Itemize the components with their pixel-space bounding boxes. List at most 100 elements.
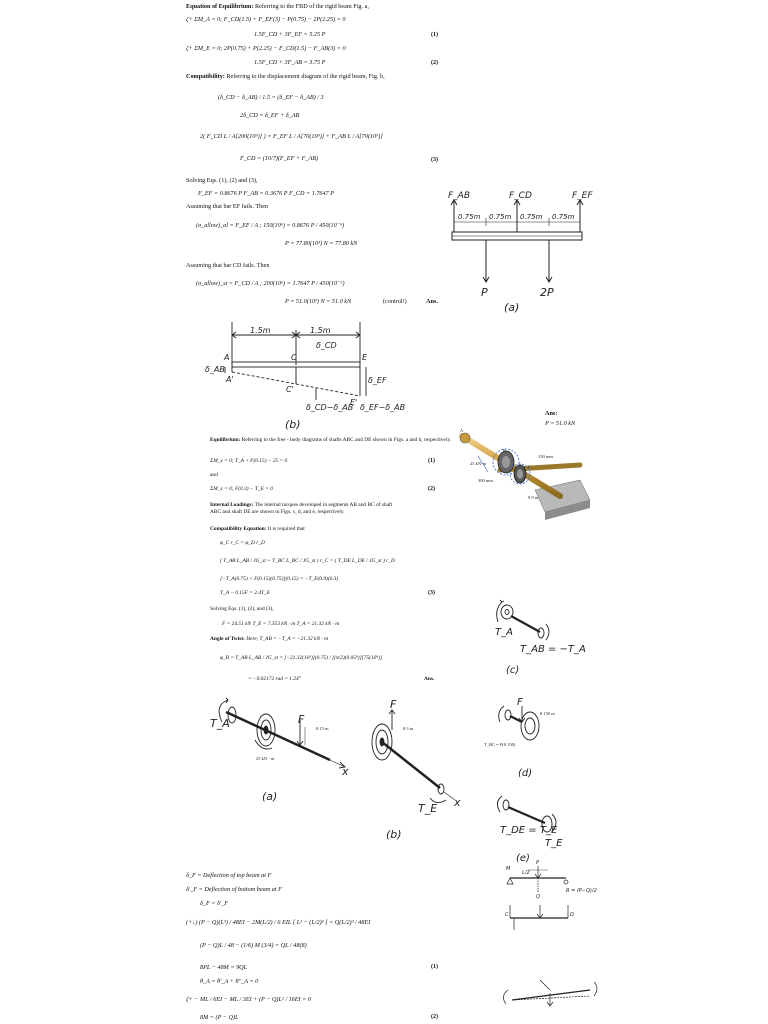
fig-c-tab: T_AB = −T_A: [520, 644, 586, 655]
torque-eq-1-number: (1): [428, 458, 435, 464]
twist-answer-label: Ans.: [424, 676, 435, 682]
point-c: C: [291, 353, 297, 362]
dim-09m: 0.9 m: [528, 495, 539, 500]
fig-e-te: T_E: [545, 838, 563, 849]
compatibility-line: Compatibility Equation: It is required t…: [210, 526, 305, 532]
dim-b-1: 1.5m: [250, 326, 271, 335]
sketch-c: C: [505, 912, 509, 918]
dim-4: 0.75m: [552, 213, 575, 221]
sketch-r: R = (P−Q)/2: [566, 888, 597, 894]
fig-a2-dim: 0.15 m: [316, 726, 329, 731]
sketch-m: M: [506, 866, 511, 872]
compat-eq-4: F_CD = (10/7)(F_EF + F_AB): [240, 155, 319, 162]
beam-eq-deflection: (+↓) (P − Q)(L³) / 48EI − 2M(L/2) / 6 EI…: [186, 919, 371, 926]
beam-def-2: δ'_F = Deflection of bottom beam at F: [186, 886, 282, 893]
assume-ef: Assuming that bar EF fails. Then: [186, 203, 269, 210]
beam-eq-1: 8PL − 48M = 9QL: [200, 964, 248, 971]
compat-eq-3-number: (3): [428, 590, 435, 596]
sketch-l2: L/2: [522, 870, 530, 876]
eq-2: 1.5F_CD + 3F_AB = 3.75 P: [254, 59, 326, 66]
ef-stress-eq: (σ_allow)_al = F_EF / A ; 150(10⁶) = 0.8…: [196, 222, 345, 229]
beam-slope: θ_A = θ'_A + θ''_A = 0: [200, 978, 259, 985]
point-a-prime: A': [225, 375, 234, 384]
assume-cd: Assuming that bar CD fails. Then: [186, 262, 270, 269]
beam-def-1: δ_F = Deflection of top beam at F: [186, 872, 272, 879]
fig-b2-te: T_E: [418, 802, 437, 815]
fig-d-caption: (d): [518, 768, 532, 779]
answer-box-label: Ans:: [545, 410, 558, 417]
eq-2-number: (2): [431, 60, 438, 66]
fig-c-caption: (c): [506, 665, 519, 676]
compat-twist-2: ( T_AB L_AB / JG_st + T_BC L_BC / JG_st …: [220, 558, 395, 564]
compat-twist-4: T_A − 0.15F = 2.4T_E: [220, 590, 271, 596]
sketch-q: Q: [536, 894, 540, 900]
fig-d-dim: 0.150 m: [540, 711, 555, 716]
dim-b-2: 1.5m: [310, 326, 331, 335]
eq-3-number: (3): [431, 157, 438, 163]
fig-b2-x: x: [453, 796, 461, 809]
force-fef-label: F_EF: [572, 191, 593, 201]
gear-label-b: B: [503, 448, 506, 453]
eq-moment-a: ζ+ ΣM_A = 0; F_CD(1.5) + F_EF(3) − P(0.7…: [186, 16, 346, 23]
ef-result: P = 77.80(10³) N = 77.80 kN: [285, 240, 358, 247]
load-p-label: P: [481, 286, 488, 299]
fig-e-caption: (e): [516, 853, 530, 864]
load-2p-label: 2P: [540, 286, 554, 299]
answer-box-value: P = 51.0 kN: [545, 420, 576, 427]
beam-eq-1-number: (1): [431, 964, 438, 970]
applied-torque-label: 25 kN·m: [470, 461, 487, 466]
twist-eq-1: φ_B = T_AB L_AB / JG_st = [−21.32(10³)](…: [220, 655, 383, 661]
gear-label-a: A: [460, 428, 464, 433]
beam-eq-2-number: (2): [431, 1014, 438, 1020]
delta-ef: δ_EF: [368, 376, 387, 385]
compat-title-line: Compatibility: Referring to the displace…: [186, 73, 385, 80]
fig-d-f: F: [517, 697, 523, 708]
fig-c-ta: T_A: [495, 627, 513, 638]
internal-loadings-line: Internal Loadings: The internal torques …: [210, 502, 393, 508]
force-fab-label: F_AB: [448, 191, 470, 201]
fig-a2-x: x: [341, 765, 349, 778]
and-word: and: [210, 472, 218, 478]
answer-label: Ans.: [426, 298, 438, 305]
sketch-p: P: [536, 860, 539, 866]
fig-b2-caption: (b): [386, 828, 402, 841]
compat-eq-3: 2( F_CD L / A[200(10⁹)] ) = F_EF L / A[7…: [200, 133, 383, 140]
solving-line: Solving Eqs. (1), (2) and (3),: [186, 177, 258, 184]
equilibrium-line: Equilibrium: Referring to the free - bod…: [210, 437, 452, 443]
control-note: (control!): [383, 298, 407, 305]
dim-1: 0.75m: [458, 213, 481, 221]
beam-slope-eq: ζ+ − ML / 6EI − ML / 3EI + (P − Q)L² / 1…: [186, 996, 311, 1003]
compat-twist-1: φ_C r_C = φ_D r_D: [220, 540, 265, 546]
delta-diff-1: δ_CD−δ_AB: [306, 403, 353, 412]
dim-300mm: 300 mm: [478, 478, 493, 483]
eq-title-line: Equation of Equilibrium: Referring to th…: [186, 3, 369, 10]
torque-eq-2: ΣM_x = 0; F(0.3) − T_E = 0: [210, 486, 273, 492]
sketch-d: D: [570, 912, 574, 918]
solution-forces: F_EF = 0.8676 P F_AB = 0.3676 P F_CD = 1…: [198, 190, 335, 197]
cd-result: P = 51.0(10³) N = 51.0 kN: [285, 298, 352, 305]
dim-150mm: 150 mm: [538, 454, 553, 459]
gear-label-c: C: [528, 464, 531, 469]
eq-1-number: (1): [431, 32, 438, 38]
internal-loadings-line-2: ABC and shaft DE are shown in Figs. c, d…: [210, 509, 345, 515]
eq-1: 1.5F_CD + 3F_EF = 5.25 P: [254, 31, 326, 38]
torque-eq-1: ΣM_x = 0; T_A + F(0.15) − 25 = 0: [210, 458, 288, 464]
fig-b2-dim: 0.3 m: [403, 726, 414, 731]
beam-def-3: δ_F = δ'_F: [200, 900, 229, 907]
point-c-prime: C': [286, 385, 294, 394]
point-e-prime: E': [350, 398, 357, 407]
delta-cd: δ_CD: [316, 341, 337, 350]
eq-moment-e: ζ+ ΣM_E = 0; 2P(0.75) + P(2.25) − F_CD(1…: [186, 45, 346, 52]
delta-ab: δ_AB: [205, 365, 225, 374]
solving-2: Solving Eqs. (1), (2), and (3),: [210, 606, 274, 612]
fig-d-tbc: T_BC = F(0.150): [484, 742, 516, 747]
fig-b-caption: (b): [285, 418, 301, 431]
force-fcd-label: F_CD: [509, 191, 532, 201]
